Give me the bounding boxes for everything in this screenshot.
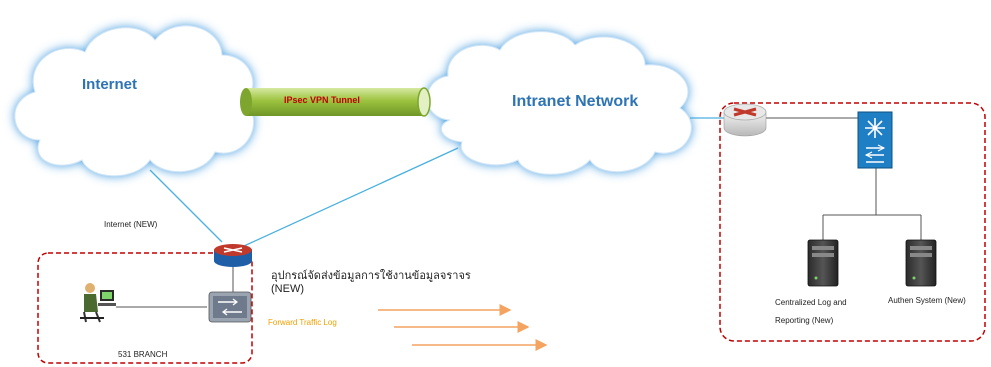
- intranet-cloud-label: Intranet Network: [512, 93, 639, 110]
- log-server-icon: [807, 239, 839, 287]
- branch-boundary: [37, 252, 253, 364]
- user-workstation-icon: [80, 283, 116, 323]
- authen-server-icon: [905, 239, 937, 287]
- ipsec-tunnel: [240, 87, 431, 117]
- datacenter-router-icon: [723, 103, 767, 137]
- intranet-cloud: [426, 31, 692, 175]
- internet-to-branch-link: [149, 169, 223, 243]
- branch-name-label: 531 BRANCH: [118, 350, 168, 359]
- collector-device-label: อุปกรณ์จัดส่งข้อมูลการใช้งานข้อมูลจราจร: [271, 270, 471, 282]
- forward-traffic-log-label: Forward Traffic Log: [268, 318, 337, 327]
- datacenter-boundary: [719, 102, 986, 342]
- core-switch-icon: [857, 111, 893, 169]
- intranet-to-branch-link: [243, 147, 459, 247]
- tunnel-label: IPsec VPN Tunnel: [284, 95, 360, 105]
- log-server-label-line1: Centralized Log and: [775, 298, 847, 307]
- internet-cloud-label: Internet: [82, 76, 138, 93]
- collector-device-new-label: (NEW): [271, 283, 304, 295]
- branch-switch-icon: [208, 291, 252, 323]
- internet-cloud: [14, 25, 255, 177]
- branch-router-icon: [214, 244, 252, 267]
- authen-server-label: Authen System (New): [888, 296, 966, 305]
- log-server-label-line2: Reporting (New): [775, 316, 834, 325]
- internet-new-label: Internet (NEW): [104, 220, 158, 229]
